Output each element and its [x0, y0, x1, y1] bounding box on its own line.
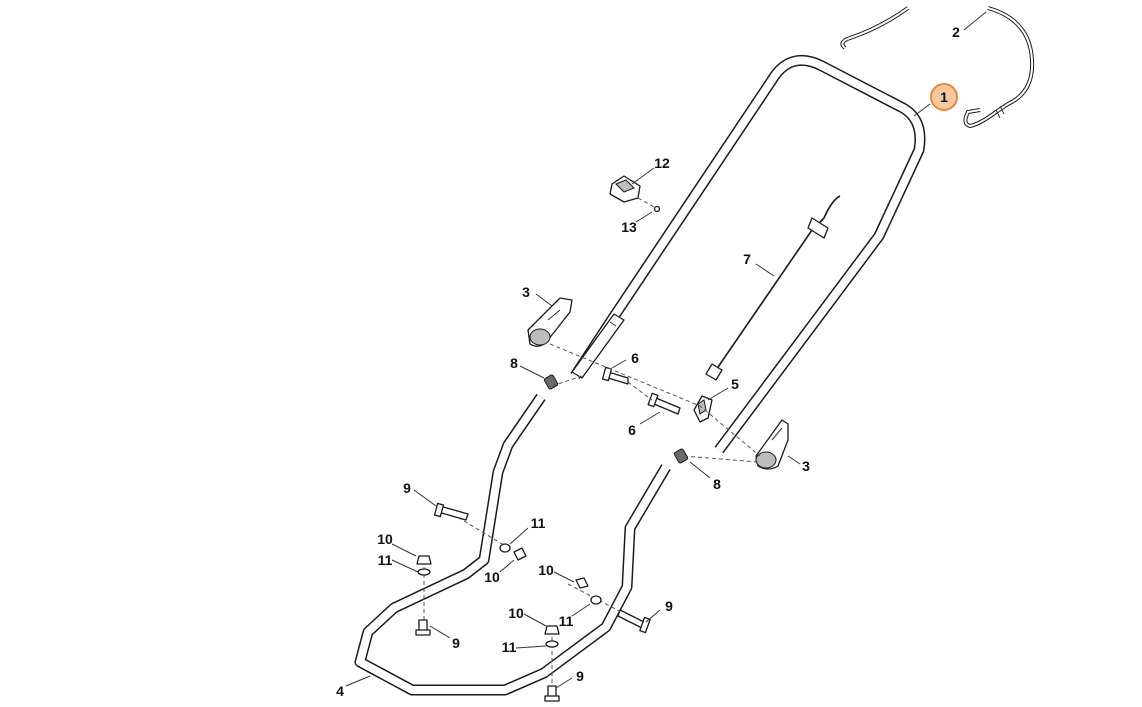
label-11a[interactable]: 11: [378, 552, 393, 568]
cable-clip[interactable]: [609, 175, 661, 213]
screw-9c[interactable]: [617, 609, 651, 634]
clamp-lever-lower[interactable]: [755, 419, 789, 470]
washer-11b[interactable]: [499, 543, 511, 553]
label-7[interactable]: 7: [743, 251, 751, 267]
label-9c[interactable]: 9: [665, 598, 673, 614]
label-6-lower[interactable]: 6: [628, 422, 636, 438]
label-1[interactable]: 1: [940, 89, 948, 105]
spring-upper[interactable]: [543, 374, 559, 390]
washer-11a[interactable]: [417, 568, 431, 576]
label-13[interactable]: 13: [621, 219, 637, 235]
part-labels: 1 2 3 3 4 5 6 6 7 8 8 9 9 9 9 10 10 10 1…: [336, 24, 960, 699]
label-5[interactable]: 5: [731, 376, 739, 392]
label-11c[interactable]: 11: [559, 613, 574, 629]
nut-10d[interactable]: [544, 625, 560, 635]
upper-handle[interactable]: [570, 54, 926, 454]
clamp-lever-upper[interactable]: [527, 297, 573, 347]
carriage-bolt-lower[interactable]: [647, 392, 681, 415]
nut-10c[interactable]: [575, 577, 589, 589]
carriage-bolt-upper[interactable]: [601, 366, 629, 385]
leader-lines: [345, 11, 987, 689]
label-10b[interactable]: 10: [484, 569, 500, 585]
assembly-lines: [423, 343, 761, 690]
label-8-lower[interactable]: 8: [713, 476, 721, 492]
control-cable[interactable]: [705, 195, 841, 381]
washer-11d[interactable]: [545, 640, 559, 648]
label-10d[interactable]: 10: [508, 605, 524, 621]
label-10c[interactable]: 10: [538, 562, 554, 578]
label-9a[interactable]: 9: [403, 480, 411, 496]
label-2[interactable]: 2: [952, 24, 960, 40]
cable-holder[interactable]: [693, 395, 713, 423]
label-9d[interactable]: 9: [576, 668, 584, 684]
nut-10b[interactable]: [513, 547, 527, 561]
label-12[interactable]: 12: [654, 155, 670, 171]
label-3-upper[interactable]: 3: [522, 284, 530, 300]
label-11d[interactable]: 11: [502, 639, 517, 655]
label-11b[interactable]: 11: [531, 515, 546, 531]
label-3-lower[interactable]: 3: [802, 458, 810, 474]
lower-handle[interactable]: [354, 393, 671, 696]
spring-lower[interactable]: [673, 448, 689, 464]
washer-11c[interactable]: [590, 595, 602, 605]
screw-9b[interactable]: [415, 619, 431, 636]
label-8-upper[interactable]: 8: [510, 355, 518, 371]
screw-9a[interactable]: [433, 502, 469, 521]
label-4[interactable]: 4: [336, 683, 344, 699]
label-9b[interactable]: 9: [452, 635, 460, 651]
screw-9d[interactable]: [544, 685, 560, 702]
label-10a[interactable]: 10: [377, 531, 393, 547]
selected-part-highlight[interactable]: [930, 83, 958, 111]
label-6-upper[interactable]: 6: [631, 350, 639, 366]
nut-10a[interactable]: [416, 555, 432, 565]
brake-cable[interactable]: [840, 6, 1035, 129]
